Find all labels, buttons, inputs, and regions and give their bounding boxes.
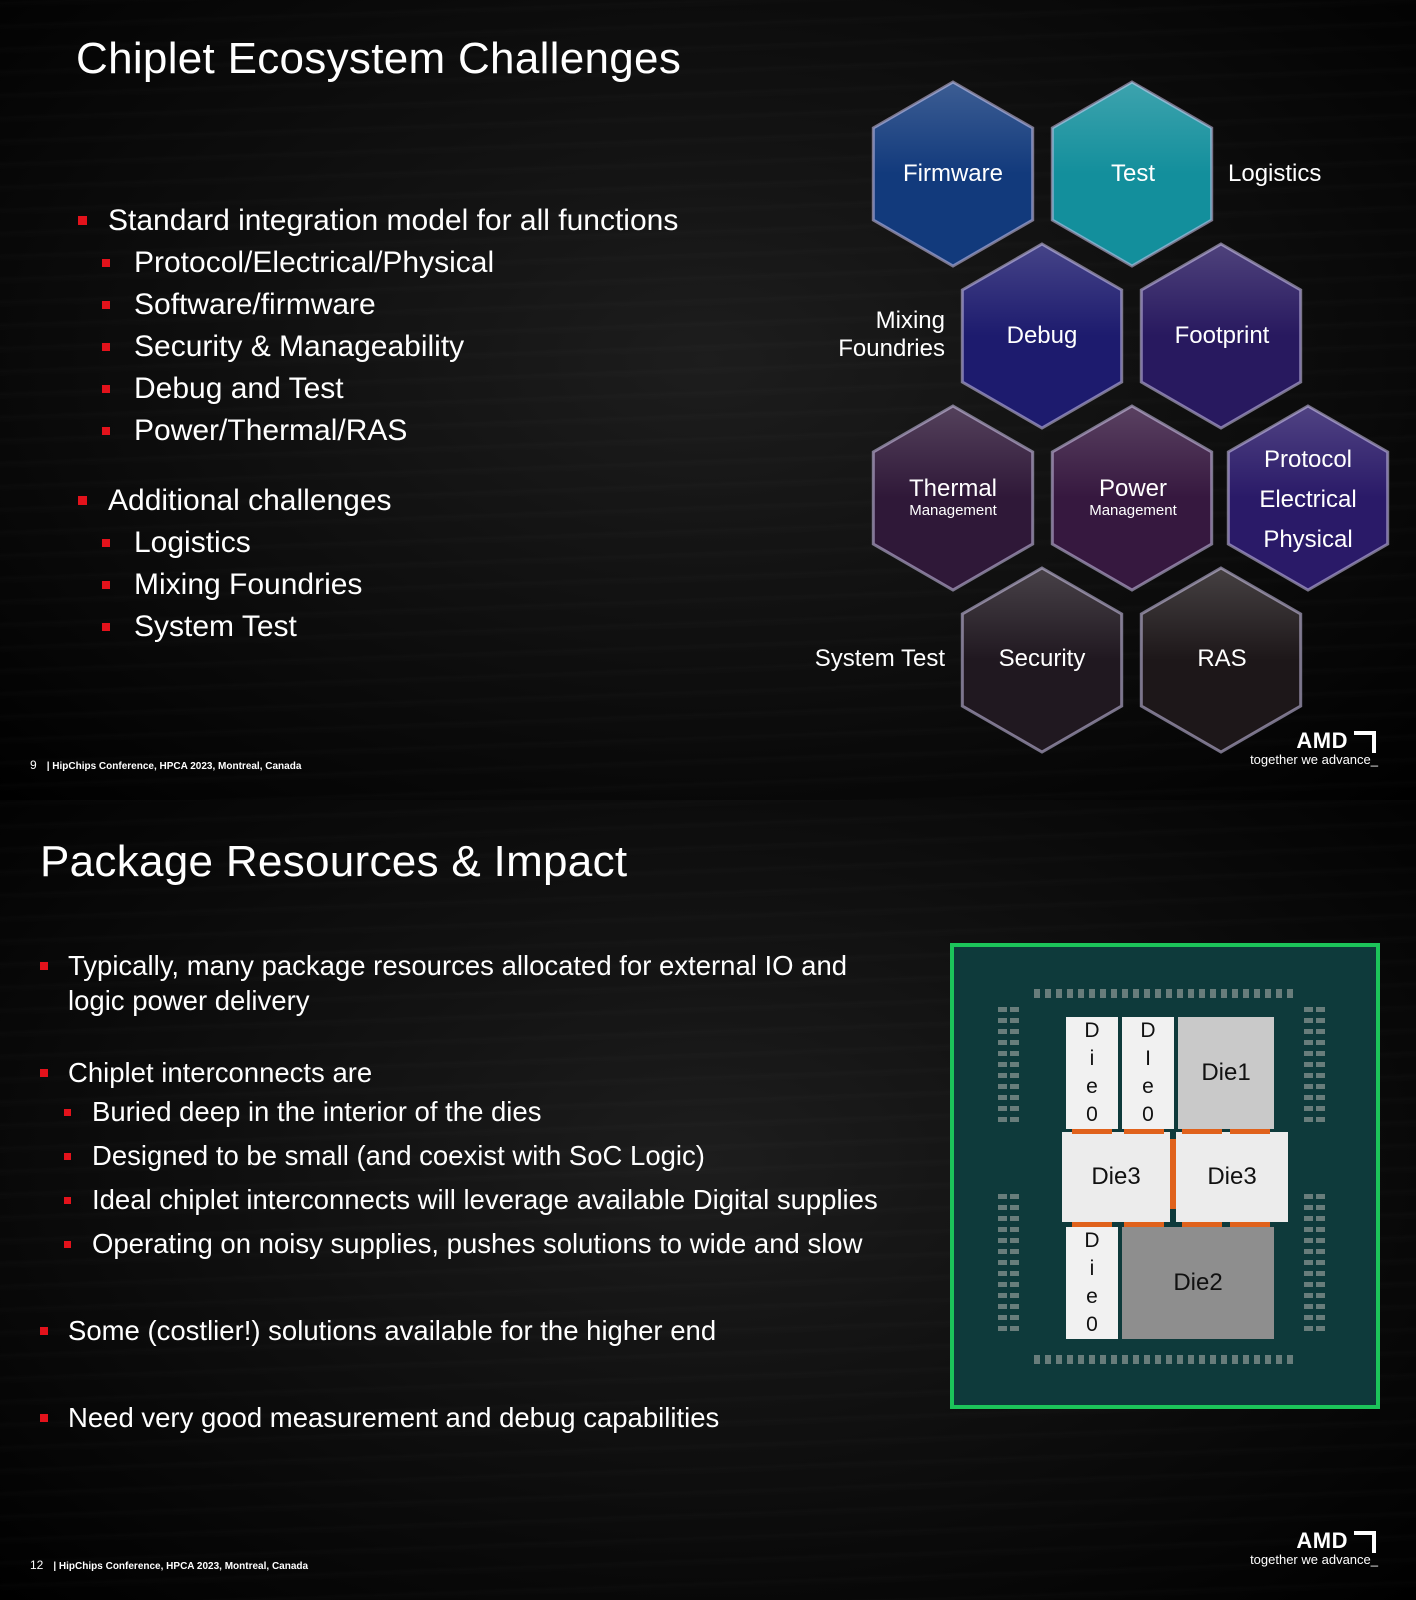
die0-letter: e (1142, 1075, 1154, 1098)
sub-bullet-item: Operating on noisy supplies, pushes solu… (64, 1222, 918, 1266)
bullet-gap (38, 1266, 918, 1313)
hex-label-debug: Debug (1006, 322, 1078, 349)
die0-letter: 0 (1086, 1103, 1098, 1126)
hexagon-diagram: Firmware Test Debug Footprint Thermal Ma… (814, 80, 1390, 754)
hex-label-thermal: Thermal Management (873, 475, 1033, 519)
hexagon-footprint (1139, 242, 1303, 430)
package-substrate (998, 989, 1325, 1364)
footer-text: | HipChips Conference, HPCA 2023, Montre… (46, 761, 302, 772)
hex-label-thermal-sub: Management (909, 502, 997, 519)
amd-brand-text: AMD (1296, 728, 1348, 753)
hexagon-shapes (871, 80, 1390, 754)
slide-chiplet-ecosystem: Chiplet Ecosystem Challenges Standard in… (0, 0, 1416, 800)
bullet-gap (38, 1348, 918, 1400)
bullet-list: Typically, many package resources alloca… (38, 948, 918, 1435)
die0-letter: D (1084, 1019, 1100, 1042)
die0-letter: D (1084, 1229, 1100, 1252)
amd-brand: AMD (1296, 1528, 1376, 1554)
die0-letter: i (1089, 1047, 1095, 1070)
slide-title: Package Resources & Impact (40, 837, 628, 886)
die2: Die2 (1122, 1227, 1274, 1339)
bullet-gap (38, 1018, 918, 1055)
hex-label-protocol: Protocol Electrical Physical (1228, 440, 1388, 560)
hexagon-ras (1139, 566, 1303, 754)
die0-letter: D (1140, 1019, 1156, 1042)
sub-bullet-item: System Test (102, 606, 678, 648)
footer-text: | HipChips Conference, HPCA 2023, Montre… (53, 1561, 309, 1572)
amd-tagline: together we advance_ (1250, 752, 1378, 767)
hexagon-debug (960, 242, 1124, 430)
hex-label-protocol-line: Electrical (1259, 486, 1357, 513)
sub-bullet-item: Security & Manageability (102, 326, 678, 368)
die3-right: Die3 (1176, 1132, 1288, 1222)
hex-label-power: Power Management (1053, 475, 1213, 519)
hexagon-test (1050, 80, 1214, 268)
bullet-list: Standard integration model for all funct… (76, 200, 678, 648)
sub-bullet-item: Ideal chiplet interconnects will leverag… (64, 1178, 918, 1222)
hex-label-thermal-main: Thermal (908, 475, 998, 502)
hex-label-test: Test (1110, 160, 1155, 187)
die3-left: Die3 (1062, 1132, 1170, 1222)
sub-bullet-item: Software/firmware (102, 284, 678, 326)
die0-letter: i (1089, 1257, 1095, 1280)
die0-letter: 0 (1086, 1313, 1098, 1336)
bullet-item: Additional challenges (76, 480, 678, 522)
sub-bullet-item: Debug and Test (102, 368, 678, 410)
page-number: 12 (30, 1558, 44, 1572)
sub-bullet-item: Designed to be small (and coexist with S… (64, 1134, 918, 1178)
sub-bullet-item: Logistics (102, 522, 678, 564)
amd-logo: AMD together we advance_ (1228, 728, 1378, 767)
hexagon-security (960, 566, 1124, 754)
label-system-test: System Test (814, 645, 945, 672)
die0-letter: e (1086, 1075, 1098, 1098)
substrate-pads (998, 989, 1325, 1364)
label-logistics: Logistics (1228, 160, 1322, 187)
bullet-item: Some (costlier!) solutions available for… (38, 1313, 918, 1348)
amd-arrow-icon (1354, 1531, 1376, 1553)
slide-footer: 12 | HipChips Conference, HPCA 2023, Mont… (30, 1558, 308, 1572)
hexagon-thermal (871, 404, 1035, 592)
label-mixing-line: Foundries (838, 335, 945, 362)
hex-label-footprint: Footprint (1174, 322, 1270, 349)
hex-label-power-sub: Management (1089, 502, 1177, 519)
die0-letter: e (1086, 1285, 1098, 1308)
label-mixing-line: Mixing (875, 307, 945, 334)
bullet-item: Typically, many package resources alloca… (38, 948, 898, 1018)
amd-brand-text: AMD (1296, 1528, 1348, 1553)
slide-package-resources: Package Resources & Impact Typically, ma… (0, 800, 1416, 1600)
amd-logo: AMD together we advance_ (1228, 1528, 1378, 1567)
hex-label-protocol-line: Protocol (1263, 446, 1353, 473)
hex-label-power-main: Power (1098, 475, 1168, 502)
die0-letter: 0 (1142, 1103, 1154, 1126)
sub-bullet-item: Buried deep in the interior of the dies (64, 1090, 918, 1134)
die0-letter: I (1145, 1047, 1151, 1070)
hexagon-firmware (871, 80, 1035, 268)
slide-footer: 9 | HipChips Conference, HPCA 2023, Montr… (30, 758, 301, 772)
page-number: 9 (30, 758, 37, 772)
amd-tagline: together we advance_ (1250, 1552, 1378, 1567)
die1: Die1 (1178, 1017, 1274, 1129)
amd-arrow-icon (1354, 731, 1376, 753)
hex-label-protocol-line: Physical (1263, 526, 1353, 553)
hex-label-security: Security (998, 645, 1086, 672)
hexagon-power (1050, 404, 1214, 592)
bullet-item: Need very good measurement and debug cap… (38, 1400, 918, 1435)
hex-label-firmware: Firmware (903, 160, 1003, 187)
hex-label-ras: RAS (1197, 645, 1247, 672)
hexagon-protocol (1226, 404, 1390, 592)
bullet-item: Standard integration model for all funct… (76, 200, 678, 242)
slide-title: Chiplet Ecosystem Challenges (76, 34, 682, 83)
amd-brand: AMD (1296, 728, 1376, 754)
sub-bullet-item: Protocol/Electrical/Physical (102, 242, 678, 284)
sub-bullet-item: Power/Thermal/RAS (102, 410, 678, 452)
sub-bullet-item: Mixing Foundries (102, 564, 678, 606)
bullet-item: Chiplet interconnects are (38, 1055, 918, 1090)
label-mixing-foundries: Mixing Foundries (838, 307, 945, 363)
